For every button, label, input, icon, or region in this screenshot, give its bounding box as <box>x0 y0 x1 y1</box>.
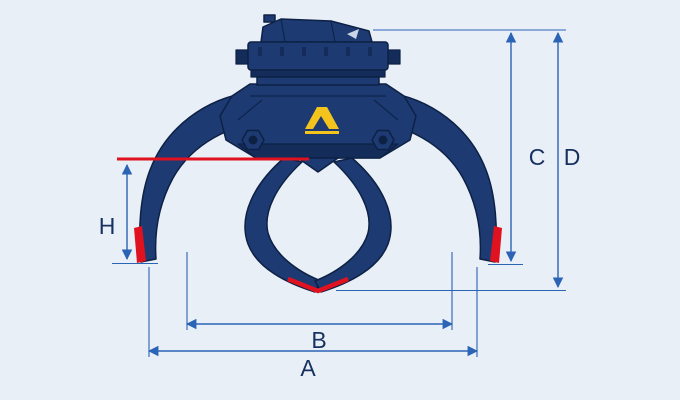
dim-label-c: C <box>529 144 546 170</box>
rotator-flange <box>256 76 380 86</box>
body-center-notch <box>297 157 339 173</box>
right-outer-tine <box>363 91 498 263</box>
dim-label-b: B <box>311 327 326 353</box>
housing-slot <box>324 47 328 56</box>
right-tine-tip-marker <box>490 226 502 263</box>
orange-peel-grapple <box>138 14 498 293</box>
bottom-tip-marker <box>287 276 349 294</box>
brand-logo-icon <box>305 107 339 129</box>
housing-slot <box>302 47 306 56</box>
body-left-facet <box>237 99 263 121</box>
left-tine-tip-marker <box>134 226 146 263</box>
dim-label-a: A <box>300 355 316 381</box>
rotator-housing <box>247 41 389 71</box>
dim-label-h: H <box>99 213 116 239</box>
rotator-cap-glint <box>347 29 359 39</box>
rotator-cap-facet-left <box>280 18 286 43</box>
rotator-top-bolt <box>263 14 276 23</box>
body-right-facet <box>373 99 399 121</box>
rotator-right-ear <box>387 49 401 65</box>
rotator-left-ear <box>235 49 249 65</box>
body-lower-band <box>237 143 399 159</box>
right-hex-bolt-core <box>378 135 388 145</box>
left-inner-tine <box>244 157 322 293</box>
housing-slot <box>368 47 372 56</box>
housing-slot <box>280 47 284 56</box>
dim-label-d: D <box>564 144 581 170</box>
housing-slot <box>346 47 350 56</box>
housing-slot <box>258 47 262 56</box>
right-inner-tine <box>314 157 392 293</box>
left-outer-tine <box>138 91 273 263</box>
rotator-cap-facet-right <box>330 20 336 43</box>
rotator-lower-band <box>250 69 386 78</box>
left-hex-bolt-core <box>248 135 258 145</box>
brand-logo-underline <box>305 131 339 134</box>
